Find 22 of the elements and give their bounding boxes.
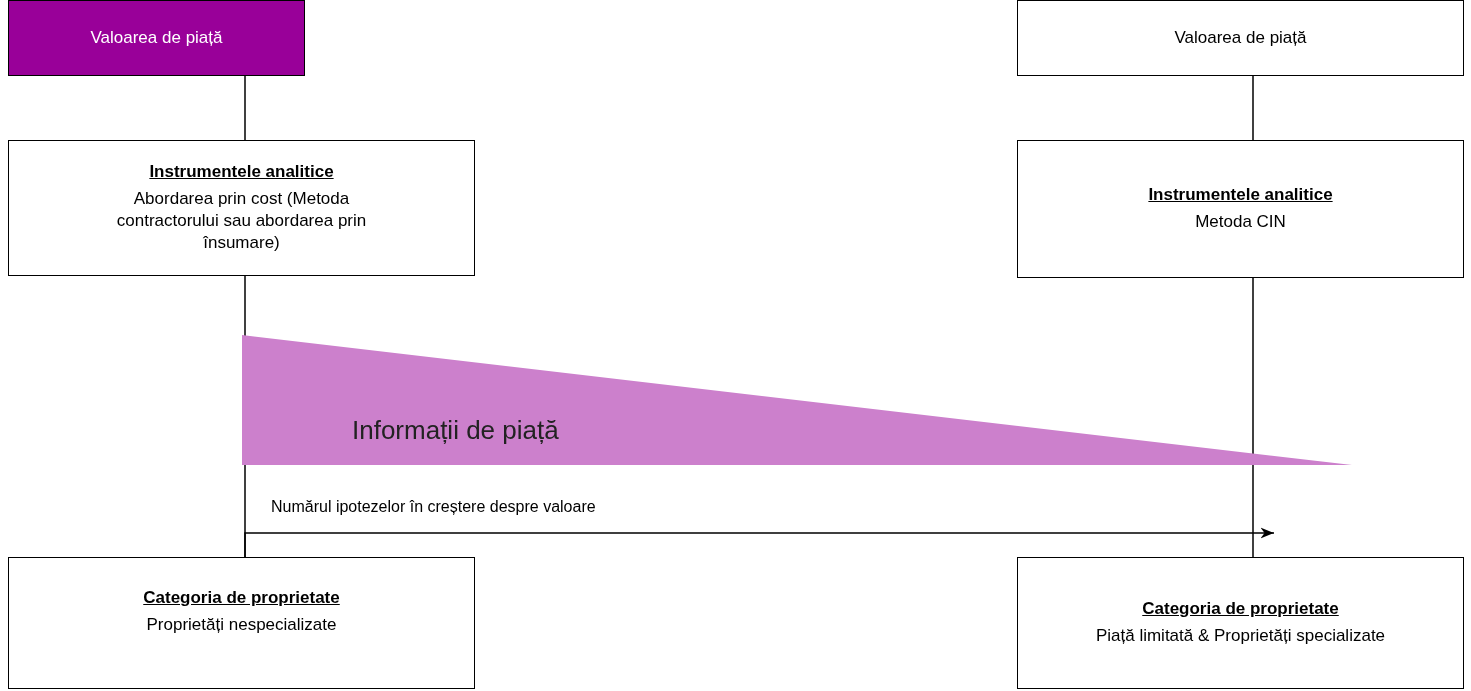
box-heading: Instrumentele analitice (1148, 184, 1333, 205)
box-heading: Categoria de proprietate (1142, 598, 1339, 619)
box-text: Piață limitată & Proprietăți specializate (1095, 624, 1386, 647)
wedge-label: Informații de piață (352, 415, 559, 446)
process-box (8, 140, 475, 276)
process-box (1017, 0, 1464, 76)
arrow (244, 527, 1275, 558)
box-text: Abordarea prin cost (Metoda contractorului sau abordarea prin însumare) (115, 187, 368, 255)
box-text: Valoarea de piață (90, 26, 223, 49)
edge-label: Numărul ipotezelor în creștere despre valoare (269, 498, 598, 516)
box-heading: Categoria de proprietate (143, 588, 340, 608)
process-box (1017, 557, 1464, 689)
connector-line (244, 75, 246, 141)
box-text: Metoda CIN (1195, 210, 1286, 233)
connector-line (1252, 75, 1254, 141)
connector-line (1252, 277, 1254, 558)
box-heading: Instrumentele analitice (149, 161, 334, 182)
highlighted-box (8, 0, 305, 76)
process-box (8, 557, 475, 689)
box-text: Valoarea de piață (1174, 26, 1307, 49)
process-box (1017, 140, 1464, 278)
box-text: Proprietăți nespecializate (146, 614, 337, 636)
